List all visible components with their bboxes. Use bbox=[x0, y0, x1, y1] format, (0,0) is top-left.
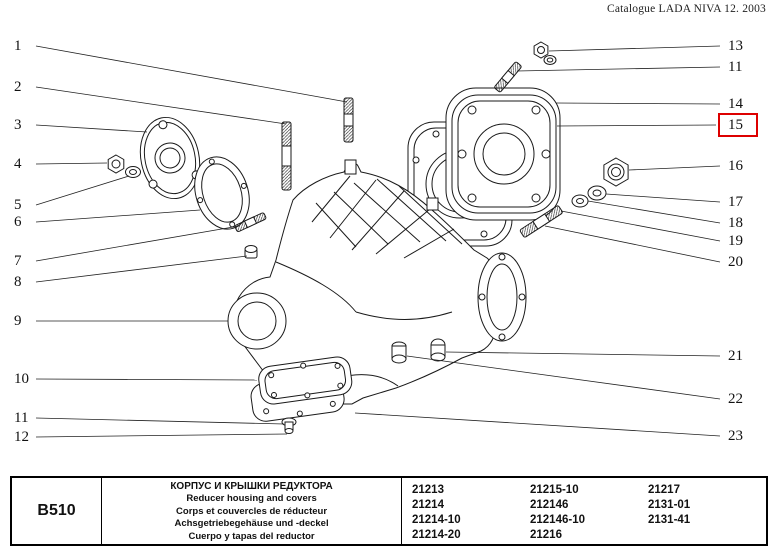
part-nut-16 bbox=[603, 157, 629, 187]
parts-table: B510 КОРПУС И КРЫШКИ РЕДУКТОРА Reducer h… bbox=[10, 476, 768, 546]
model-number: 21215-10 bbox=[530, 484, 579, 496]
part-stud-1 bbox=[343, 97, 354, 143]
part-washer-17 bbox=[587, 185, 607, 201]
callout-right-11[interactable]: 11 bbox=[728, 59, 743, 75]
title-ru: КОРПУС И КРЫШКИ РЕДУКТОРА bbox=[170, 481, 333, 492]
part-nut-13 bbox=[533, 41, 557, 65]
model-number: 212146-10 bbox=[530, 514, 585, 526]
callout-right-14[interactable]: 14 bbox=[728, 96, 743, 112]
part-washer-5 bbox=[125, 166, 141, 178]
callout-right-13[interactable]: 13 bbox=[728, 38, 743, 54]
catalogue-title: Catalogue LADA NIVA 12. 2003 bbox=[606, 3, 766, 15]
model-column-3: 21217 2131-01 2131-41 bbox=[648, 483, 766, 544]
title-de: Achsgetriebegehäuse und -deckel bbox=[174, 518, 329, 530]
part-stud-2 bbox=[281, 121, 292, 191]
model-number: 21213 bbox=[412, 484, 444, 496]
part-plug-21 bbox=[391, 341, 407, 364]
exploded-diagram bbox=[35, 41, 721, 438]
model-number: 21214-20 bbox=[412, 529, 461, 541]
part-stud-19-20 bbox=[519, 205, 563, 238]
callout-left-8[interactable]: 8 bbox=[14, 274, 22, 290]
model-number: 2131-41 bbox=[648, 514, 691, 526]
callout-left-12[interactable]: 12 bbox=[14, 429, 29, 445]
callout-left-3[interactable]: 3 bbox=[14, 117, 22, 133]
model-number: 21214-10 bbox=[412, 514, 461, 526]
callout-left-7[interactable]: 7 bbox=[14, 253, 22, 269]
callout-right-18[interactable]: 18 bbox=[728, 215, 743, 231]
model-number: 21217 bbox=[648, 484, 680, 496]
callout-right-19[interactable]: 19 bbox=[728, 233, 743, 249]
model-number: 21216 bbox=[530, 529, 562, 541]
part-stud-11 bbox=[494, 61, 522, 93]
part-nut-4 bbox=[107, 154, 125, 174]
part-cover-15 bbox=[451, 94, 557, 214]
leader-lines bbox=[35, 45, 721, 438]
part-housing-body bbox=[227, 159, 527, 405]
model-column-2: 21215-10 212146 212146-10 21216 bbox=[530, 483, 648, 544]
callout-left-4[interactable]: 4 bbox=[14, 156, 22, 172]
part-washer-18 bbox=[571, 194, 589, 208]
callout-right-15[interactable]: 15 bbox=[728, 117, 743, 133]
part-plug-22 bbox=[430, 338, 446, 362]
part-stud-7 bbox=[234, 212, 267, 233]
callout-right-21[interactable]: 21 bbox=[728, 348, 743, 364]
title-es: Cuerpo y tapas del reductor bbox=[188, 530, 315, 542]
callout-left-5[interactable]: 5 bbox=[14, 197, 22, 213]
callout-right-16[interactable]: 16 bbox=[728, 158, 743, 174]
callout-right-23[interactable]: 23 bbox=[728, 428, 743, 444]
model-applicability: 21213 21214 21214-10 21214-20 21215-10 2… bbox=[402, 478, 766, 544]
callout-right-17[interactable]: 17 bbox=[728, 194, 743, 210]
part-plug-8 bbox=[244, 245, 258, 259]
title-fr: Corps et couvercles de réducteur bbox=[176, 505, 328, 517]
part-gasket-6 bbox=[194, 156, 250, 230]
callout-right-20[interactable]: 20 bbox=[728, 254, 743, 270]
callout-left-2[interactable]: 2 bbox=[14, 79, 22, 95]
model-number: 2131-01 bbox=[648, 499, 691, 511]
model-column-1: 21213 21214 21214-10 21214-20 bbox=[412, 483, 530, 544]
callout-right-22[interactable]: 22 bbox=[728, 391, 743, 407]
highlight-box: 15 bbox=[718, 113, 758, 137]
callout-left-10[interactable]: 10 bbox=[14, 371, 29, 387]
title-en: Reducer housing and covers bbox=[186, 493, 317, 505]
callout-left-6[interactable]: 6 bbox=[14, 214, 22, 230]
part-breather-12 bbox=[281, 417, 297, 434]
part-bottom-cover-10 bbox=[250, 356, 353, 422]
section-code: B510 bbox=[12, 478, 103, 544]
callout-left-9[interactable]: 9 bbox=[14, 313, 22, 329]
part-front-flange bbox=[139, 116, 201, 200]
callout-left-1[interactable]: 1 bbox=[14, 38, 22, 54]
model-number: 21214 bbox=[412, 499, 444, 511]
part-titles: КОРПУС И КРЫШКИ РЕДУКТОРА Reducer housin… bbox=[102, 478, 402, 544]
callout-left-11[interactable]: 11 bbox=[14, 410, 29, 426]
model-number: 212146 bbox=[530, 499, 569, 511]
